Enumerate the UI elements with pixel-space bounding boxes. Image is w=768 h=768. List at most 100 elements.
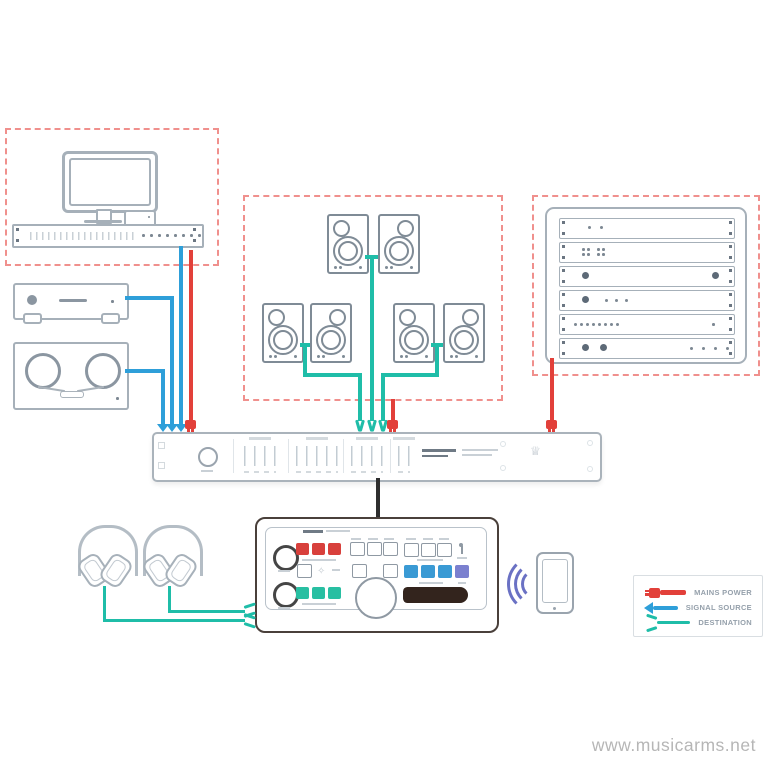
- monitor-controller-rack-unit: ♕: [152, 432, 602, 482]
- display-stand-base: [84, 220, 122, 223]
- wireless-signal-icon: [521, 569, 551, 599]
- cable-dest-right-pair: [381, 373, 385, 421]
- rack-unit-row: [559, 338, 735, 359]
- white-monitor-button: [404, 543, 419, 557]
- sparkle-icon: ✧: [317, 566, 326, 577]
- white-function-button: [367, 542, 382, 556]
- audio-interface-rack: [12, 224, 204, 248]
- fader-group: [398, 446, 410, 473]
- cable-legend: MAINS POWER SIGNAL SOURCE DESTINATION: [633, 575, 763, 637]
- plug-icon: [645, 587, 660, 598]
- headphones-right: [139, 522, 203, 591]
- cd-player-knob: [27, 295, 37, 305]
- jog-wheel: [355, 577, 397, 619]
- studio-monitor-right-a: [393, 303, 435, 363]
- white-monitor-button: [437, 543, 452, 557]
- blue-speaker-button: [404, 565, 418, 578]
- remote-display: [403, 587, 468, 603]
- cable-headphone-left: [103, 586, 106, 622]
- remote-logo-text: [303, 530, 323, 533]
- white-function-button: [383, 542, 398, 556]
- cable-dest-left-pair: [303, 343, 307, 375]
- cd-player-foot: [23, 313, 42, 324]
- signal-arrow-icon: [166, 424, 178, 432]
- cable-control-remote: [376, 478, 380, 518]
- fork-icon: [646, 616, 657, 630]
- volume-knob: [198, 447, 218, 467]
- signal-arrow-icon: [175, 424, 187, 432]
- legend-row-source: SIGNAL SOURCE: [644, 600, 752, 615]
- legend-row-mains: MAINS POWER: [644, 585, 752, 600]
- destination-fork-icon: [244, 604, 256, 618]
- cable-mains-workstation: [189, 250, 193, 422]
- rack-unit-row: [559, 242, 735, 263]
- studio-monitor-left-a: [262, 303, 304, 363]
- wireless-signal-icon: [507, 555, 565, 613]
- signal-arrow-icon: [157, 424, 169, 432]
- white-function-button: [352, 564, 367, 578]
- cable-signal-interface: [179, 246, 183, 426]
- wireless-signal-icon: [514, 562, 558, 606]
- headphones-left: [74, 522, 138, 591]
- blue-speaker-button: [438, 565, 452, 578]
- mains-plug-icon: [387, 420, 398, 433]
- teal-dest-button: [328, 587, 341, 599]
- tape-reel: [85, 353, 121, 389]
- teal-dest-button: [312, 587, 325, 599]
- red-source-button: [312, 543, 325, 555]
- legend-label: SIGNAL SOURCE: [685, 603, 752, 612]
- rack-unit-row: [559, 290, 735, 311]
- arrow-icon: [644, 601, 653, 614]
- equipment-rack: [545, 207, 747, 364]
- remote-volume-knob: [273, 545, 299, 571]
- cable-signal-tape: [125, 369, 165, 373]
- fader-group: [351, 446, 383, 473]
- cable-dest-left-pair: [303, 373, 362, 377]
- cd-player: [13, 283, 129, 324]
- mains-plug-icon: [185, 420, 196, 433]
- cable-dest-left-pair: [358, 373, 362, 421]
- legend-label: DESTINATION: [698, 618, 752, 627]
- computer-display: [62, 151, 158, 213]
- smartphone-screen: [542, 559, 568, 603]
- teal-dest-button: [296, 587, 309, 599]
- site-watermark: www.musicarms.net: [591, 735, 756, 755]
- rack-unit-row: [559, 314, 735, 335]
- mains-plug-icon: [546, 420, 557, 433]
- studio-monitor-right-b: [443, 303, 485, 363]
- desktop-remote-controller: ✧: [255, 517, 499, 633]
- white-function-button: [350, 542, 365, 556]
- white-monitor-button: [421, 543, 436, 557]
- rack-unit-row: [559, 218, 735, 239]
- studio-monitor-top-left: [327, 214, 369, 274]
- cable-mains-speakers: [391, 399, 395, 422]
- talkback-mic-icon: [461, 546, 463, 554]
- cable-headphone-left: [103, 619, 245, 622]
- indigo-button: [455, 565, 469, 578]
- crown-logo-icon: ♕: [530, 444, 541, 458]
- cable-dest-right-pair: [435, 343, 439, 375]
- legend-row-destination: DESTINATION: [644, 615, 752, 630]
- brand-logo-text: [422, 449, 456, 452]
- studio-monitor-top-right: [378, 214, 420, 274]
- cable-mains-rack: [550, 358, 554, 422]
- computer-workstation-group-box: [5, 128, 219, 266]
- equipment-rack-group-box: [532, 195, 760, 376]
- reel-to-reel-recorder: [13, 342, 129, 410]
- cable-dest-top-pair: [370, 255, 374, 421]
- studio-monitor-left-b: [310, 303, 352, 363]
- rack-unit-row: [559, 266, 735, 287]
- destination-fork-icon: [353, 420, 367, 432]
- legend-label: MAINS POWER: [694, 588, 752, 597]
- cable-signal-cd: [125, 296, 174, 300]
- fader-group: [244, 446, 276, 473]
- interface-jack-panel: [30, 232, 136, 240]
- cable-dest-right-pair: [383, 373, 439, 377]
- red-source-button: [296, 543, 309, 555]
- cable-signal-cd: [170, 296, 174, 426]
- tape-head-block: [60, 391, 84, 398]
- white-function-button: [297, 564, 312, 578]
- cable-headphone-right: [168, 610, 245, 613]
- cable-headphone-right: [168, 586, 171, 613]
